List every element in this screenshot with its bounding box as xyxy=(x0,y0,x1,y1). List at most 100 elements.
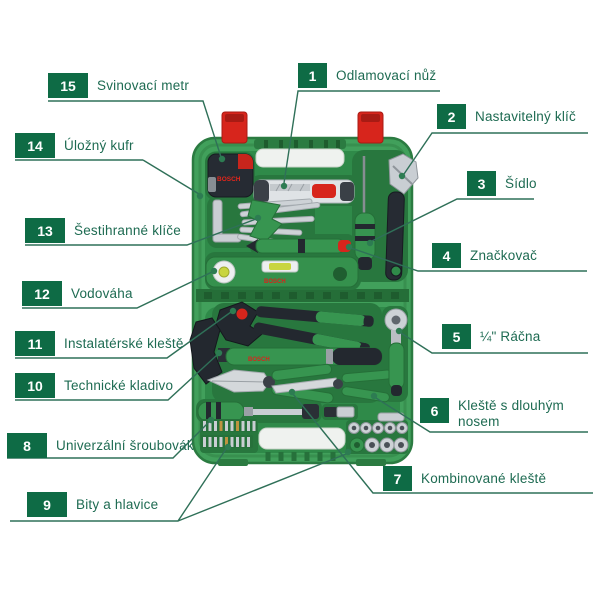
callout-12-leader xyxy=(22,271,213,309)
top-handle xyxy=(254,139,346,168)
callout-5-label: ¼" Ráčna xyxy=(480,329,541,344)
hammer-brand: BOSCH xyxy=(248,357,270,363)
callout-10: 10 Technické kladivo xyxy=(15,373,173,398)
callout-11-dot xyxy=(229,307,237,315)
callout-5-leader xyxy=(400,332,588,354)
latch-left xyxy=(221,111,248,144)
callout-3-number: 3 xyxy=(467,171,496,196)
callout-7-label: Kombinované kleště xyxy=(421,471,547,486)
callout-9: 9 Bity a hlavice xyxy=(27,492,158,517)
callout-10-number: 10 xyxy=(15,373,55,398)
callout-9-number: 9 xyxy=(27,492,67,517)
utility-knife xyxy=(253,179,355,204)
callout-7-leader xyxy=(292,393,593,494)
callout-6-leader xyxy=(375,397,588,433)
callout-8-label: Univerzální šroubovák xyxy=(56,438,194,453)
callout-12: 12 Vodováha xyxy=(22,281,133,306)
callout-10-dot xyxy=(215,349,223,357)
callout-13-number: 13 xyxy=(25,218,65,243)
callout-8-dot xyxy=(207,416,215,424)
case-foot-left xyxy=(218,459,248,466)
callout-13-dot xyxy=(254,214,262,222)
callout-11: 11 Instalatérské kleště xyxy=(15,331,184,356)
callout-12-dot xyxy=(210,267,218,275)
marker-pen xyxy=(246,238,351,254)
callout-2-dot xyxy=(398,172,406,180)
callout-15-dot xyxy=(218,155,226,163)
callout-4-label: Značkovač xyxy=(470,248,538,263)
callout-15-leader xyxy=(48,100,222,158)
callout-10-label: Technické kladivo xyxy=(64,378,174,393)
callout-5-number: 5 xyxy=(442,324,471,349)
callout-2-leader xyxy=(403,132,588,175)
callout-2-label: Nastavitelný klíč xyxy=(475,109,576,124)
socket-set xyxy=(348,412,409,453)
callout-9-label: Bity a hlavice xyxy=(76,497,159,512)
callout-3-leader xyxy=(371,198,534,242)
latch-right xyxy=(357,111,384,144)
hammer: BOSCH xyxy=(189,317,383,385)
level-brand: BOSCH xyxy=(264,279,286,285)
bit-adapter xyxy=(324,406,355,418)
callout-13: 13 Šestihranné klíče xyxy=(25,218,181,243)
callout-11-label: Instalatérské kleště xyxy=(64,336,184,351)
callout-12-label: Vodováha xyxy=(71,286,133,301)
callout-4-dot xyxy=(345,243,353,251)
callout-15-number: 15 xyxy=(48,73,88,98)
callout-3: 3 Šídlo xyxy=(467,171,537,196)
case-hinge xyxy=(196,289,409,302)
tape-measure: BOSCH xyxy=(207,153,254,198)
callout-9-dot-bits xyxy=(224,443,232,451)
callout-9-leader xyxy=(10,448,347,522)
universal-screwdriver xyxy=(197,401,319,422)
callout-8-number: 8 xyxy=(7,433,47,458)
awl xyxy=(354,156,376,270)
callout-14-label: Úložný kufr xyxy=(64,138,134,153)
callout-7: 7 Kombinované kleště xyxy=(383,466,546,491)
callout-1-number: 1 xyxy=(298,63,327,88)
callout-7-dot xyxy=(288,388,296,396)
callout-12-number: 12 xyxy=(22,281,62,306)
callout-10-leader xyxy=(15,354,218,401)
callout-13-leader xyxy=(25,218,257,246)
tape-measure-brand: BOSCH xyxy=(217,176,241,183)
callout-6-label: Kleště s dlouhým nosem xyxy=(458,398,564,429)
callout-14-dot xyxy=(196,192,204,200)
callout-4-leader xyxy=(350,247,587,272)
callout-6-dot xyxy=(370,392,378,400)
callout-9-dot-sockets xyxy=(344,448,352,456)
callout-7-number: 7 xyxy=(383,466,412,491)
callout-14-number: 14 xyxy=(15,133,55,158)
callout-15: 15 Svinovací metr xyxy=(48,73,189,98)
case-foot-right xyxy=(356,459,386,466)
leader-lines xyxy=(7,90,593,522)
callout-6: 6 Kleště s dlouhým nosem xyxy=(420,398,580,430)
callout-13-label: Šestihranné klíče xyxy=(74,223,181,238)
callout-11-number: 11 xyxy=(15,331,55,356)
hex-keys xyxy=(212,198,321,247)
bottom-handle xyxy=(258,427,346,461)
callout-3-label: Šídlo xyxy=(505,176,537,191)
callout-14: 14 Úložný kufr xyxy=(15,133,134,158)
callout-2-number: 2 xyxy=(437,104,466,129)
leader-dots xyxy=(196,155,406,456)
callout-5-dot xyxy=(395,327,403,335)
callout-1-dot xyxy=(280,182,288,190)
callout-3-dot xyxy=(366,239,374,247)
callout-4-number: 4 xyxy=(432,243,461,268)
callout-8-leader xyxy=(7,421,210,459)
callout-6-number: 6 xyxy=(420,398,449,423)
callout-5: 5 ¼" Ráčna xyxy=(442,324,540,349)
callout-1-leader xyxy=(283,90,440,184)
callout-15-label: Svinovací metr xyxy=(97,78,190,93)
callout-4: 4 Značkovač xyxy=(432,243,537,268)
spirit-level: BOSCH xyxy=(205,256,359,288)
callout-2: 2 Nastavitelný klíč xyxy=(437,104,576,129)
callout-14-leader xyxy=(15,159,200,195)
long-nose-pliers xyxy=(271,369,393,403)
callout-8: 8 Univerzální šroubovák xyxy=(7,433,194,458)
callout-1-label: Odlamovací nůž xyxy=(336,68,437,83)
callout-11-leader xyxy=(15,311,232,359)
